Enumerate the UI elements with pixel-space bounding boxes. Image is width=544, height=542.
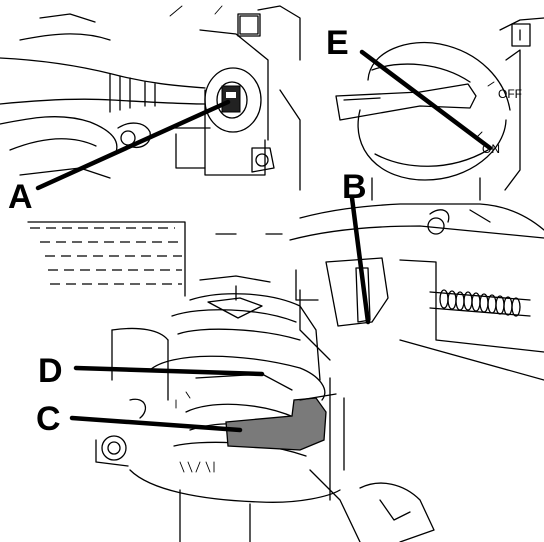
leader-b xyxy=(349,195,371,325)
callout-b: B xyxy=(342,168,367,206)
leader-a xyxy=(35,99,231,191)
detail-panel-top-right: OFF ON xyxy=(335,17,544,201)
callout-a: A xyxy=(8,178,33,216)
callout-e: E xyxy=(326,24,349,62)
callout-d: D xyxy=(38,352,63,390)
detail-panel-top-left xyxy=(0,5,301,191)
leader-lines xyxy=(35,49,493,433)
leader-d xyxy=(73,365,265,377)
callout-c: C xyxy=(36,400,61,438)
main-engine-view xyxy=(27,203,544,542)
leader-e xyxy=(359,49,493,151)
callout-labels: A B C D E xyxy=(8,24,367,438)
switch-off-label: OFF xyxy=(498,87,522,101)
highlighted-part-c xyxy=(225,397,327,451)
spring-coils xyxy=(439,289,521,317)
leader-c xyxy=(69,415,243,433)
